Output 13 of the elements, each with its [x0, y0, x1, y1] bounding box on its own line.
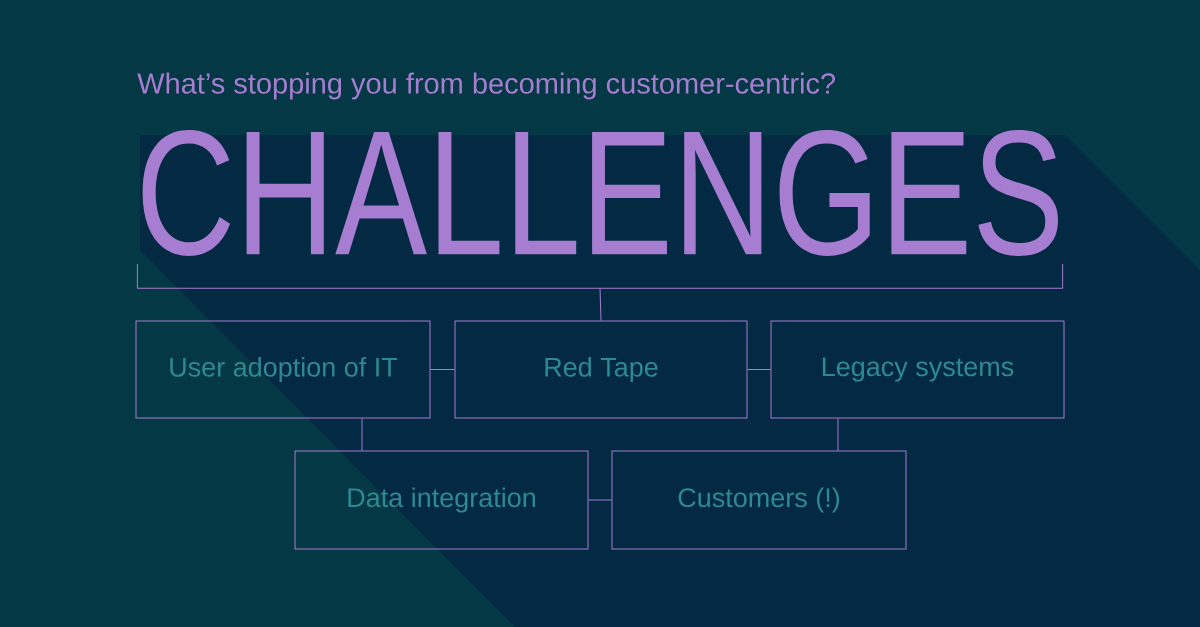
- text-box: User adoption of IT: [135, 320, 431, 419]
- text-box: Legacy systems: [770, 320, 1065, 419]
- text-box: Red Tape: [454, 320, 748, 419]
- connector: [430, 369, 455, 370]
- connector: [747, 369, 771, 370]
- bracket-connector: [136, 263, 1064, 321]
- connector: [361, 418, 363, 451]
- connector: [837, 418, 839, 451]
- connector: [588, 499, 612, 501]
- text-box: Data integration: [294, 450, 589, 550]
- text-box: Customers (!): [611, 450, 907, 550]
- title: What’s stopping you from becoming customer-centric?: [137, 72, 836, 100]
- heading: CHALLENGES: [142, 130, 1058, 256]
